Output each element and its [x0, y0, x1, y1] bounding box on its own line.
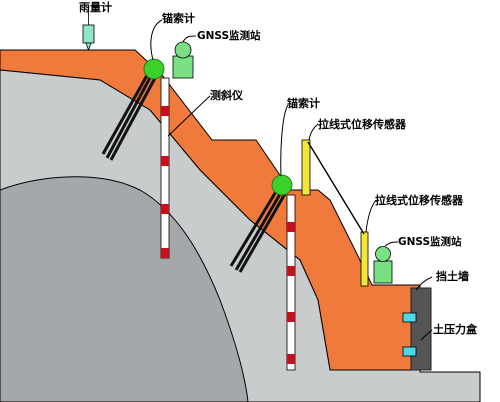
label-gnss-station-1: GNSS监测站	[197, 29, 261, 42]
displacement-sensor-2-body	[360, 231, 369, 287]
rain-gauge	[82, 12, 95, 52]
leader-lines	[150, 19, 433, 341]
label-displacement-sensor-1: 拉线式位移传感器	[318, 117, 407, 131]
anchor-cables-1	[101, 69, 157, 161]
bedrock-layer	[0, 176, 249, 402]
inclinometer-pipe-1	[160, 77, 170, 259]
retaining-wall	[410, 287, 432, 371]
earth-pressure-box-2	[402, 346, 417, 357]
anchor-meter-2	[271, 174, 293, 196]
label-earth-pressure-box: 土压力盒	[433, 322, 478, 336]
label-retaining-wall: 挡土墙	[436, 269, 469, 283]
earth-pressure-box-1	[402, 312, 417, 323]
displacement-wire	[307, 141, 365, 235]
label-anchor-meter-2: 锚索计	[287, 96, 320, 110]
gnss-station-1	[172, 41, 194, 79]
label-displacement-sensor-2: 拉线式位移传感器	[375, 193, 464, 207]
inclinometer-pipe-2	[286, 194, 296, 371]
label-rain-gauge: 雨量计	[79, 0, 112, 14]
anchor-meter-1	[143, 58, 165, 80]
anchor-cables-2	[229, 184, 288, 273]
displacement-sensor-1-body	[301, 139, 311, 196]
gnss-station-2	[373, 246, 393, 284]
label-anchor-meter-1: 锚索计	[162, 11, 195, 25]
label-inclinometer: 测斜仪	[210, 88, 244, 102]
label-gnss-station-2: GNSS监测站	[398, 235, 462, 248]
